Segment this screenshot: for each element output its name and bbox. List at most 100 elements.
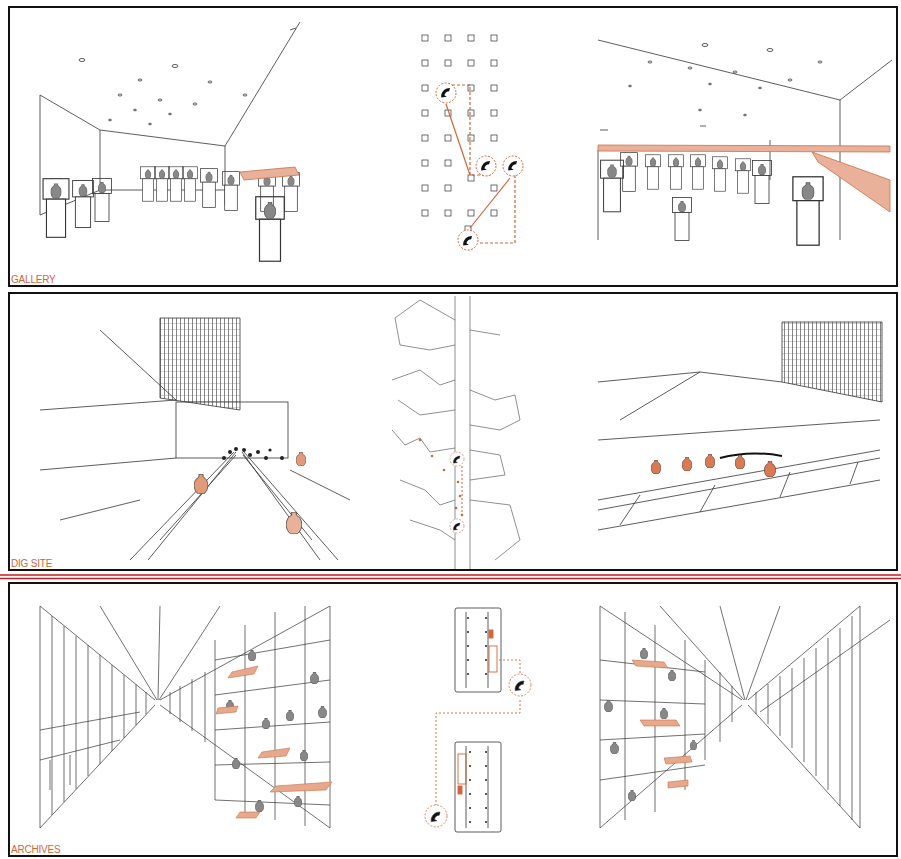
gallery-perspective-left-part [154,167,169,201]
archives-plan-part-part [485,631,487,633]
gallery-perspective-left [40,22,300,261]
gallery-plan-part-part [422,60,428,66]
dig-site-perspective-right-part [735,455,745,469]
archives-perspective-right-part [860,606,861,828]
archives-plan-part-part [485,617,487,619]
archives-perspective-left-part [180,686,181,722]
gallery-perspective-right-part [812,152,890,212]
archives-plan-part-part [436,698,520,806]
gallery-plan-part [481,161,490,171]
gallery-perspective-left-part [200,169,217,208]
archives-plan-part [509,674,531,696]
dig-site-perspective-left-part [40,458,176,470]
gallery-plan-part [463,236,472,246]
archives-plan-part-part [485,793,487,795]
archives-plan [425,608,531,832]
archives-perspective-right-part [600,734,705,740]
archives-perspective-right-part [840,628,841,806]
archives-perspective-left-part-part [228,666,258,678]
archives-perspective-left-part [40,712,140,730]
gallery-plan-part-part [491,85,497,91]
gallery-plan-part-part [476,156,496,176]
gallery-perspective-right-part [668,155,683,189]
gallery-perspective-right-part [598,145,890,152]
archives-perspective-right-part [746,606,780,700]
dig-site-map-part [392,430,455,452]
archives-perspective-left-part [310,672,319,684]
gallery-plan-part-part [422,160,428,166]
gallery-perspective-left-part [256,197,285,262]
archives-plan-part-part [458,786,462,794]
gallery-perspective-left-part [158,99,162,101]
archives-perspective-right-part [756,692,757,714]
archives-plan-part-part [467,659,469,661]
archives-perspective-right-part [668,670,676,681]
gallery-plan-part-part [445,160,451,166]
dig-site-perspective-right [598,322,882,530]
gallery-perspective-right-part [601,160,624,212]
archives-perspective-left-part [136,684,137,725]
section-panel: GALLERY [8,6,898,287]
archives-perspective-left-part [318,706,327,718]
gallery-perspective-left-part [282,173,299,212]
gallery-perspective-left-part [208,81,212,83]
gallery-perspective-right-part [767,49,773,52]
section-panel: ARCHIVES [8,582,898,857]
archives-plan-part [488,746,489,828]
archives-plan-part-part [485,821,487,823]
gallery-plan-part [441,88,450,98]
archives-perspective-right-part-part [668,780,688,788]
dig-site-perspective-right-part [620,495,640,525]
gallery-perspective-left-part [93,179,112,222]
dig-site-map-part [395,318,455,350]
gallery-plan-part-part [468,85,474,91]
gallery-perspective-left-part [243,94,247,96]
archives-perspective-left-part [158,606,160,700]
gallery-perspective-right-part [733,71,737,73]
dig-site-map-part-part [455,507,458,510]
archives-perspective-right-part [792,668,793,748]
dig-site-perspective-left-part [40,400,176,410]
archives-perspective-right-part [600,660,705,672]
separator-line-part [0,574,901,575]
gallery-perspective-right-part [744,114,747,116]
gallery-plan-part-part [422,210,428,216]
gallery-plan-part-part [445,35,451,41]
dig-site-perspective-right-part [598,372,700,382]
archives-plan-part [455,608,501,692]
dig-site-map-part [450,519,464,533]
archives-perspective-left-part-part [216,706,238,714]
dig-site-map-part-part [443,469,446,472]
gallery-perspective-right-part [688,67,692,69]
archives-plan-part [488,612,489,688]
dig-site-perspective-left-part [242,452,320,560]
archives-plan-part [425,805,447,827]
gallery-perspective-right-part [700,126,706,127]
archives-plan-part-part [485,765,487,767]
gallery-plan-part-part [445,185,451,191]
archives-perspective-left-part [40,606,155,700]
archives-perspective-left-part [40,705,155,828]
archives-perspective-right-part-part [632,660,668,668]
section-label: ARCHIVES [10,844,63,855]
archives-perspective-left-part [248,650,256,661]
dig-site-map-part-part [459,495,462,498]
archives-perspective-left-part [170,692,171,714]
dig-site-perspective-right-part [780,472,790,497]
archives-plan-part-part [469,751,471,753]
archives-perspective-left-part [232,758,240,769]
dig-site-perspective-right-part [651,460,661,474]
archives-plan-part-part [485,751,487,753]
archives-perspective-left-part [286,710,294,721]
archives-perspective-right-part-part [640,720,680,726]
dig-site-perspective-left-part [244,452,338,560]
archives-perspective-left-part [40,606,41,828]
dig-site-perspective-left-part-part [256,450,260,454]
archives-perspective-right-part [732,686,733,722]
archives-perspective-left-part [64,626,65,802]
gallery-plan-part-part [446,104,470,175]
archives-plan-part-part [469,765,471,767]
dig-site-perspective-left-part-part [280,456,284,460]
dig-site-map-part-part [419,439,422,442]
archives-perspective-left [40,606,332,828]
